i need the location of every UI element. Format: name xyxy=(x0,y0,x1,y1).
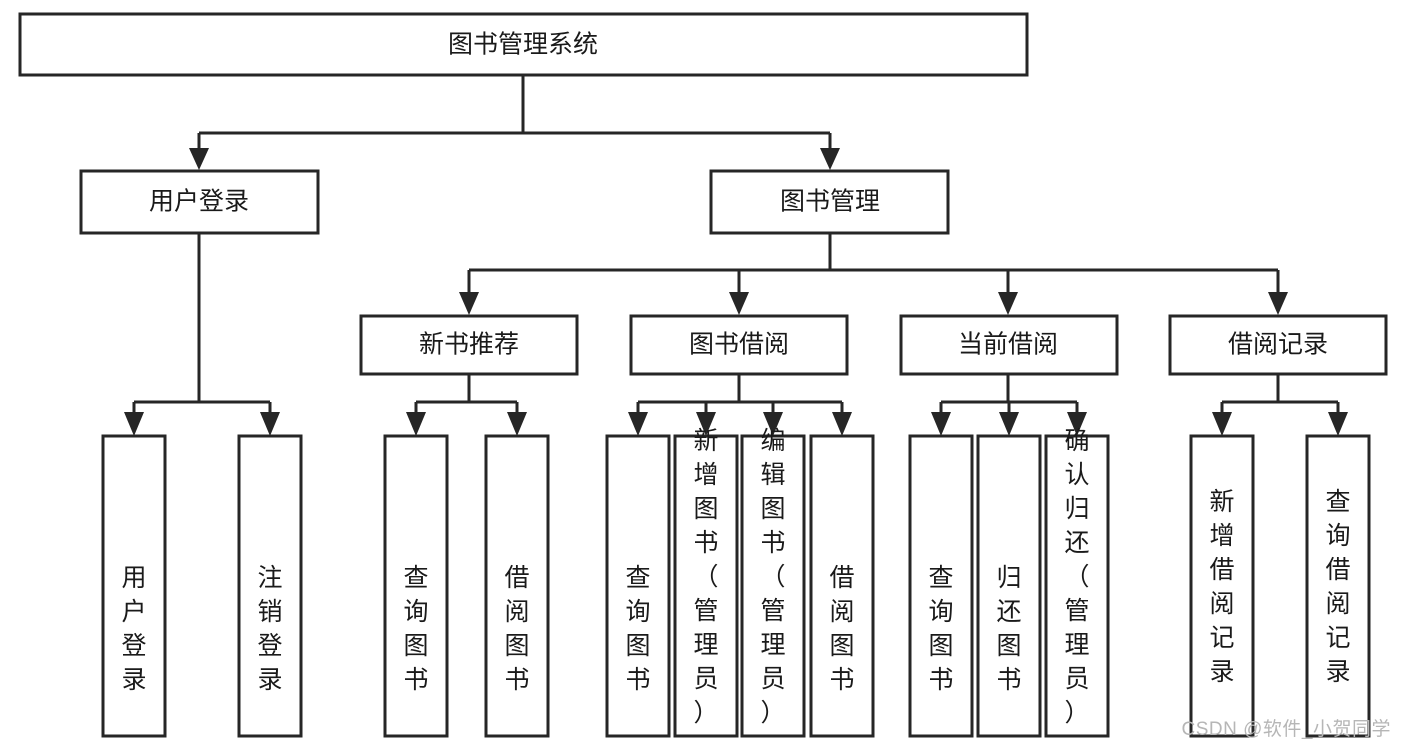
node-label-book-manage: 图书管理 xyxy=(780,188,880,216)
node-box-current-borrow[interactable] xyxy=(899,314,1119,376)
node-label-root-system: 图书管理系统 xyxy=(448,31,598,59)
arrowhead-bb-add-book xyxy=(696,412,716,436)
leaf-label-cb-return-book: 归还图书 xyxy=(996,564,1021,694)
arrowhead-nb-query-book xyxy=(406,412,426,436)
leaf-label-cb-confirm-return: 确认归还（管理员） xyxy=(1064,427,1089,727)
leaf-node-bb-add-book[interactable]: 新增图书（管理员） xyxy=(673,427,739,738)
leaf-node-user-login[interactable]: 用户登录 xyxy=(101,434,167,738)
node-borrow-record[interactable]: 借阅记录 xyxy=(1168,314,1388,376)
arrowhead-cb-confirm-return xyxy=(1067,412,1087,436)
node-label-current-borrow: 当前借阅 xyxy=(958,331,1058,359)
leaf-node-bb-query-book[interactable]: 查询图书 xyxy=(605,434,671,738)
node-box-book-manage[interactable] xyxy=(709,169,950,235)
node-label-book-borrow: 图书借阅 xyxy=(689,331,789,359)
arrowhead-book-manage xyxy=(820,148,840,170)
node-label-borrow-record: 借阅记录 xyxy=(1228,331,1328,359)
node-book-borrow[interactable]: 图书借阅 xyxy=(629,314,849,376)
node-user-login[interactable]: 用户登录 xyxy=(79,169,320,235)
leaf-label-nb-borrow-book: 借阅图书 xyxy=(504,564,529,694)
node-root-system[interactable]: 图书管理系统 xyxy=(18,12,1029,77)
arrowhead-bb-query-book xyxy=(628,412,648,436)
leaf-box-nb-borrow-book[interactable] xyxy=(484,434,550,738)
leaf-node-nb-query-book[interactable]: 查询图书 xyxy=(383,434,449,738)
leaf-node-bb-borrow-book[interactable]: 借阅图书 xyxy=(809,434,875,738)
node-box-borrow-record[interactable] xyxy=(1168,314,1388,376)
leaf-label-bb-edit-book: 编辑图书（管理员） xyxy=(760,427,785,727)
leaf-box-bb-borrow-book[interactable] xyxy=(809,434,875,738)
leaf-label-user-login: 用户登录 xyxy=(121,564,146,694)
leaf-label-logout: 注销登录 xyxy=(257,564,282,694)
leaf-box-cb-confirm-return[interactable] xyxy=(1044,434,1110,738)
arrowhead-leaf-user-login xyxy=(124,412,144,436)
arrowhead-cb-return-book xyxy=(999,412,1019,436)
arrowhead-bb-borrow-book xyxy=(832,412,852,436)
leaf-box-logout[interactable] xyxy=(237,434,303,738)
node-label-new-book-recommend: 新书推荐 xyxy=(419,331,519,359)
leaf-node-logout[interactable]: 注销登录 xyxy=(237,434,303,738)
node-box-new-book-recommend[interactable] xyxy=(359,314,579,376)
leaf-label-bb-add-book: 新增图书（管理员） xyxy=(693,427,718,727)
arrowhead-book-borrow xyxy=(729,292,749,315)
arrowhead-bb-edit-book xyxy=(763,412,783,436)
connector-layer xyxy=(124,75,1348,436)
node-box-user-login[interactable] xyxy=(79,169,320,235)
arrowhead-br-query-record xyxy=(1328,412,1348,436)
arrowhead-br-add-record xyxy=(1212,412,1232,436)
arrowhead-new-book xyxy=(459,292,479,315)
node-current-borrow[interactable]: 当前借阅 xyxy=(899,314,1119,376)
arrowhead-borrow-record xyxy=(1268,292,1288,315)
leaf-box-br-add-record[interactable] xyxy=(1189,434,1255,738)
leaf-node-br-query-record[interactable]: 查询借阅记录 xyxy=(1305,434,1371,738)
leaf-box-user-login[interactable] xyxy=(101,434,167,738)
leaf-node-cb-query-book[interactable]: 查询图书 xyxy=(908,434,974,738)
leaf-box-cb-query-book[interactable] xyxy=(908,434,974,738)
leaf-box-bb-edit-book[interactable] xyxy=(740,434,806,738)
leaf-label-br-add-record: 新增借阅记录 xyxy=(1209,488,1234,686)
leaf-node-cb-return-book[interactable]: 归还图书 xyxy=(976,434,1042,738)
arrowhead-leaf-logout xyxy=(260,412,280,436)
leaf-box-cb-return-book[interactable] xyxy=(976,434,1042,738)
leaf-label-bb-query-book: 查询图书 xyxy=(625,564,650,694)
leaf-box-nb-query-book[interactable] xyxy=(383,434,449,738)
leaf-node-br-add-record[interactable]: 新增借阅记录 xyxy=(1189,434,1255,738)
leaf-node-nb-borrow-book[interactable]: 借阅图书 xyxy=(484,434,550,738)
leaf-node-bb-edit-book[interactable]: 编辑图书（管理员） xyxy=(740,427,806,738)
arrowhead-nb-borrow-book xyxy=(507,412,527,436)
node-book-manage[interactable]: 图书管理 xyxy=(709,169,950,235)
arrowhead-current-borrow xyxy=(998,292,1018,315)
node-box-root-system[interactable] xyxy=(18,12,1029,77)
leaf-label-br-query-record: 查询借阅记录 xyxy=(1325,488,1350,686)
leaf-label-bb-borrow-book: 借阅图书 xyxy=(829,564,854,694)
leaf-label-cb-query-book: 查询图书 xyxy=(928,564,953,694)
node-label-user-login: 用户登录 xyxy=(149,188,249,216)
leaf-box-br-query-record[interactable] xyxy=(1305,434,1371,738)
arrowhead-user-login xyxy=(189,148,209,170)
node-box-book-borrow[interactable] xyxy=(629,314,849,376)
leaf-box-bb-query-book[interactable] xyxy=(605,434,671,738)
leaf-node-cb-confirm-return[interactable]: 确认归还（管理员） xyxy=(1044,427,1110,738)
arrowhead-cb-query-book xyxy=(931,412,951,436)
leaf-box-bb-add-book[interactable] xyxy=(673,434,739,738)
leaf-label-nb-query-book: 查询图书 xyxy=(403,564,428,694)
node-new-book-recommend[interactable]: 新书推荐 xyxy=(359,314,579,376)
